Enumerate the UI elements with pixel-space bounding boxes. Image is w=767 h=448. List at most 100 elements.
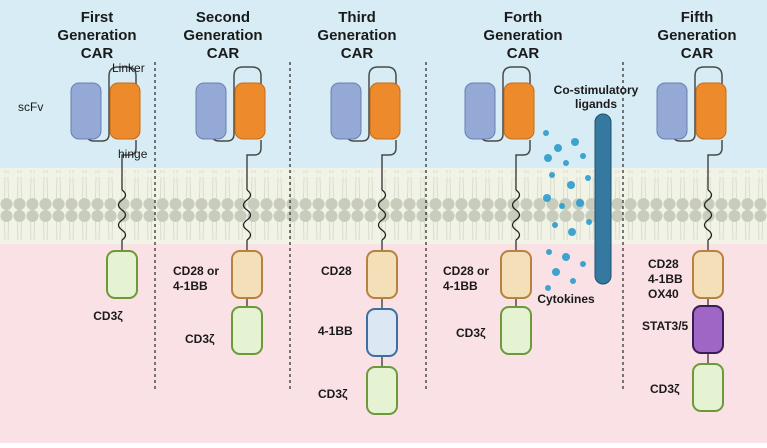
cytokine-dot	[585, 175, 591, 181]
cytokine-dot	[552, 222, 558, 228]
cytokine-dot	[543, 130, 549, 136]
cd3z-label: CD3ζ	[456, 326, 486, 340]
scfv-light-chain	[656, 82, 688, 140]
transmembrane-squiggle	[703, 189, 713, 241]
title-gen-3: Third Generation CAR	[317, 9, 396, 62]
cd28-or-41bb-label: CD28 or	[173, 264, 219, 278]
costim-domain	[500, 250, 532, 299]
hinge-line	[121, 140, 137, 190]
cd3z-domain	[692, 363, 724, 412]
scfv-light-chain	[464, 82, 496, 140]
cytokine-dot	[544, 154, 552, 162]
scfv-heavy-chain	[369, 82, 401, 140]
lipid-bilayer	[0, 170, 767, 240]
fifth-costim-label: 4-1BB	[648, 272, 683, 286]
cd3z-domain	[500, 306, 532, 355]
cytokine-dot	[545, 285, 551, 291]
cd3z-label: CD3ζ	[185, 332, 215, 346]
cytokine-dot	[571, 138, 579, 146]
scfv-label: scFv	[18, 100, 43, 114]
costim-ligand-rod	[594, 113, 612, 285]
title-line: First	[81, 9, 114, 26]
title-gen-2: Second Generation CAR	[183, 9, 262, 62]
transmembrane-squiggle	[117, 189, 127, 241]
linker-loop	[86, 66, 137, 142]
cd3z-label: CD3ζ	[650, 382, 680, 396]
cytokine-dot	[563, 160, 569, 166]
transmembrane-squiggle	[377, 189, 387, 241]
cd3z-label: CD3ζ	[93, 309, 123, 323]
title-line: Generation	[657, 27, 736, 44]
costim-domain	[231, 250, 263, 299]
car-receptor-gen-3	[330, 66, 401, 415]
scfv-light-chain	[330, 82, 362, 140]
title-line: CAR	[507, 45, 540, 62]
cd3z-label: CD3ζ	[318, 387, 348, 401]
cd3z-domain	[231, 306, 263, 355]
costim-ligands-label: ligands	[575, 97, 617, 111]
title-line: Generation	[483, 27, 562, 44]
title-line: Third	[338, 9, 376, 26]
cytokine-dot	[559, 203, 565, 209]
41bb-label: 4-1BB	[318, 324, 353, 338]
title-line: Generation	[317, 27, 396, 44]
hinge-line	[246, 140, 262, 190]
cd28-label: CD28	[321, 264, 352, 278]
title-line: Fifth	[681, 9, 713, 26]
title-line: Forth	[504, 9, 542, 26]
cytokine-dot	[580, 153, 586, 159]
scfv-heavy-chain	[234, 82, 266, 140]
costim-domain	[692, 250, 724, 299]
cd3z-domain	[366, 366, 398, 415]
car-receptor-gen-1	[70, 66, 141, 299]
car-receptor-gen-2	[195, 66, 266, 355]
cytokine-dot	[543, 194, 551, 202]
transmembrane-squiggle	[511, 189, 521, 241]
title-line: CAR	[341, 45, 374, 62]
title-gen-5: Fifth Generation CAR	[657, 9, 736, 62]
car-receptor-gen-5	[656, 66, 727, 412]
cytokine-dot	[567, 181, 575, 189]
four-one-bb-domain	[366, 308, 398, 357]
title-line: Generation	[183, 27, 262, 44]
costim-domain	[366, 250, 398, 299]
transmembrane-squiggle	[242, 189, 252, 241]
cytokine-dot	[570, 278, 576, 284]
fifth-costim-label: CD28	[648, 257, 679, 271]
linker-loop	[672, 66, 723, 142]
title-line: CAR	[681, 45, 714, 62]
scfv-light-chain	[195, 82, 227, 140]
cytokine-dot	[552, 268, 560, 276]
scfv-heavy-chain	[695, 82, 727, 140]
cytokine-dot	[580, 261, 586, 267]
fifth-costim-label: OX40	[648, 287, 679, 301]
cytokine-dot	[546, 249, 552, 255]
hinge-line	[381, 140, 397, 190]
hinge-line	[707, 140, 723, 190]
title-gen-1: First Generation CAR	[57, 9, 136, 62]
cytokines-label: Cytokines	[537, 292, 595, 306]
title-line: Generation	[57, 27, 136, 44]
car-receptor-gen-4	[464, 66, 535, 355]
title-line: CAR	[207, 45, 240, 62]
linker-loop	[480, 66, 531, 142]
stat-domain	[692, 305, 724, 354]
cd28-or-41bb-label: 4-1BB	[173, 279, 208, 293]
cd3z-domain	[106, 250, 138, 299]
scfv-light-chain	[70, 82, 102, 140]
linker-loop	[346, 66, 397, 142]
title-line: CAR	[81, 45, 114, 62]
scfv-heavy-chain	[503, 82, 535, 140]
stat-label: STAT3/5	[642, 319, 689, 333]
cytokine-dot	[562, 253, 570, 261]
linker-loop	[211, 66, 262, 142]
hinge-label: hinge	[118, 147, 148, 161]
costim-ligands-label: Co-stimulatory	[554, 83, 639, 97]
title-line: Second	[196, 9, 250, 26]
cd28-or-41bb-label: CD28 or	[443, 264, 489, 278]
title-gen-4: Forth Generation CAR	[483, 9, 562, 62]
cd28-or-41bb-label: 4-1BB	[443, 279, 478, 293]
cytokine-dot	[586, 219, 592, 225]
